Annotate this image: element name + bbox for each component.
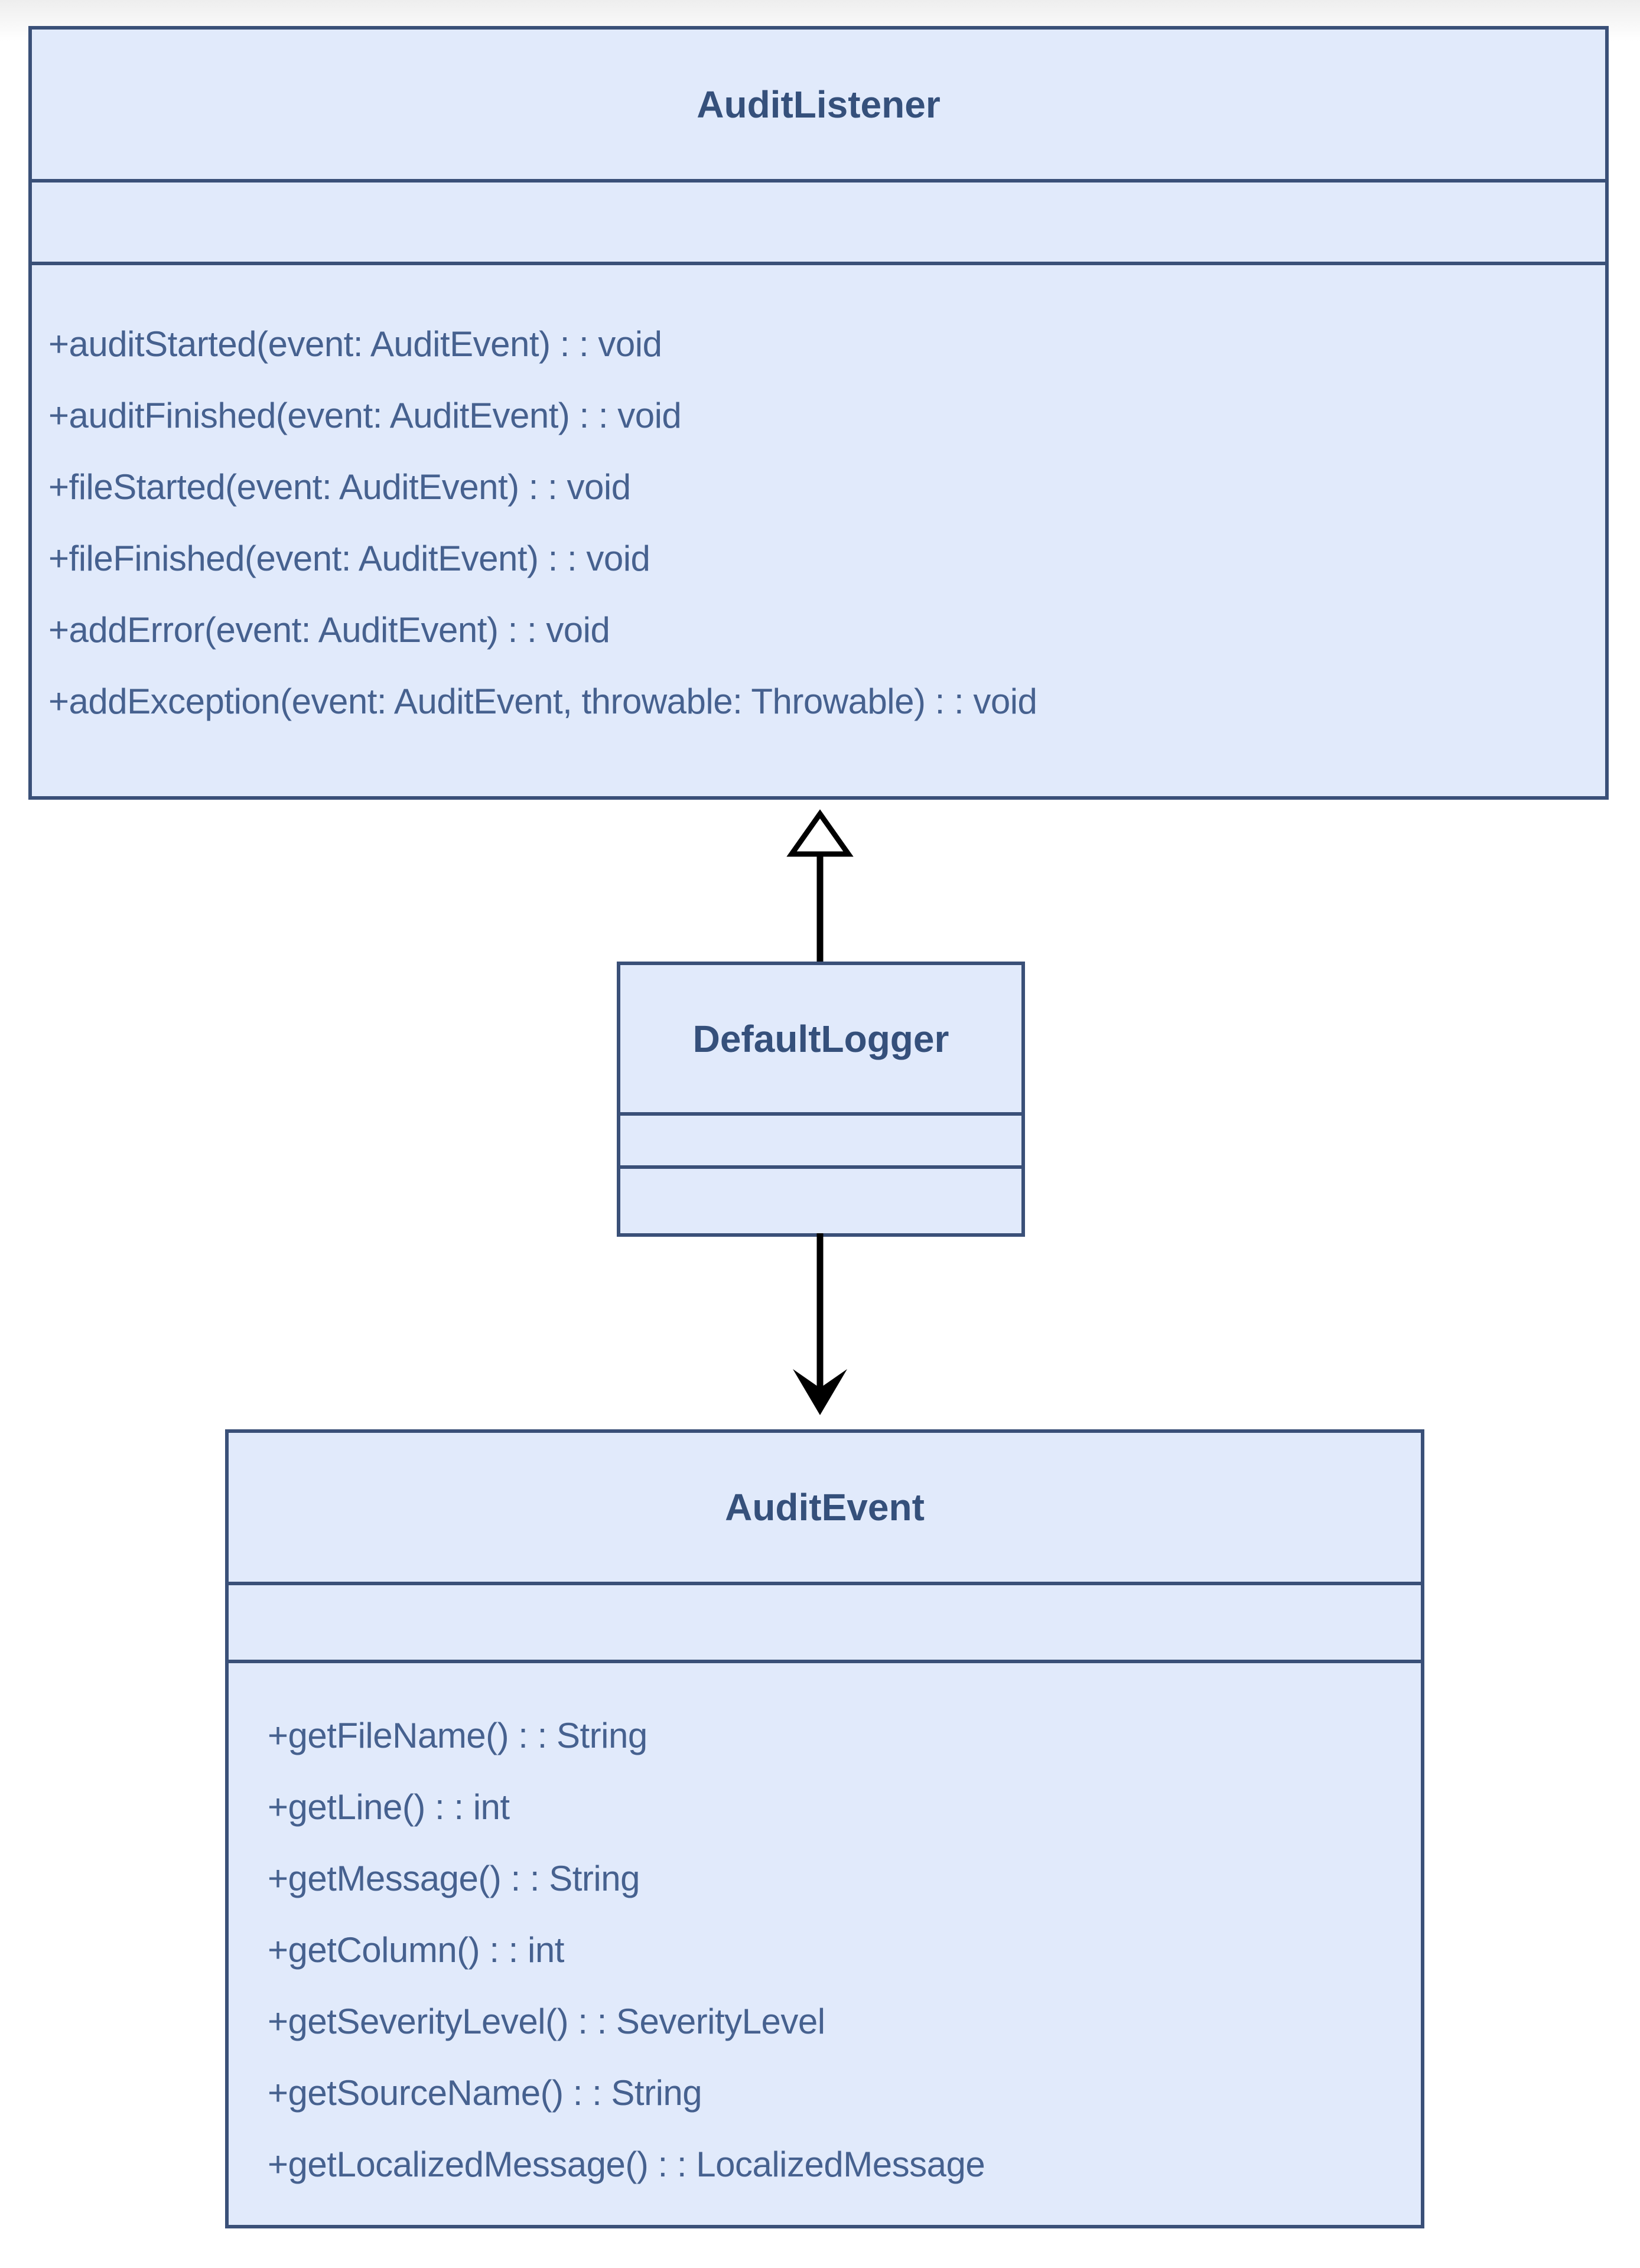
class-box-auditevent: AuditEvent +getFileName() : : String +ge…: [225, 1429, 1424, 2228]
methods-compartment: +getFileName() : : String +getLine() : :…: [229, 1663, 1421, 2225]
method-row: +addError(event: AuditEvent) : : void: [48, 610, 610, 650]
method-row: +getSourceName() : : String: [268, 2073, 702, 2113]
method-row: +fileFinished(event: AuditEvent) : : voi…: [48, 539, 650, 578]
compartment-divider: [32, 262, 1605, 265]
realization-arrow: [786, 809, 854, 964]
methods-compartment: +auditStarted(event: AuditEvent) : : voi…: [32, 265, 1605, 796]
attributes-compartment-empty: [229, 1585, 1421, 1660]
compartment-divider: [229, 1582, 1421, 1585]
method-row: +getMessage() : : String: [268, 1859, 640, 1898]
method-row: +getColumn() : : int: [268, 1930, 564, 1970]
class-box-defaultlogger: DefaultLogger: [617, 962, 1025, 1237]
method-row: +getLocalizedMessage() : : LocalizedMess…: [268, 2145, 985, 2184]
attributes-compartment-empty: [620, 1116, 1021, 1165]
method-row: +getSeverityLevel() : : SeverityLevel: [268, 2002, 825, 2041]
compartment-divider: [620, 1165, 1021, 1169]
compartment-divider: [229, 1660, 1421, 1663]
methods-compartment-empty: [620, 1169, 1021, 1233]
method-row: +addException(event: AuditEvent, throwab…: [48, 682, 1037, 721]
class-title-auditlistener: AuditListener: [697, 83, 941, 126]
method-row: +fileStarted(event: AuditEvent) : : void: [48, 467, 631, 507]
method-row: +auditStarted(event: AuditEvent) : : voi…: [48, 324, 662, 364]
class-title-defaultlogger: DefaultLogger: [692, 1017, 949, 1060]
method-row: +getLine() : : int: [268, 1787, 510, 1827]
method-row: +getFileName() : : String: [268, 1716, 647, 1755]
class-title-auditevent: AuditEvent: [725, 1486, 925, 1529]
attributes-compartment-empty: [32, 183, 1605, 262]
compartment-divider: [620, 1112, 1021, 1116]
compartment-divider: [32, 179, 1605, 183]
method-row: +auditFinished(event: AuditEvent) : : vo…: [48, 396, 682, 435]
association-arrow: [793, 1233, 847, 1415]
class-box-auditlistener: AuditListener +auditStarted(event: Audit…: [28, 26, 1609, 800]
